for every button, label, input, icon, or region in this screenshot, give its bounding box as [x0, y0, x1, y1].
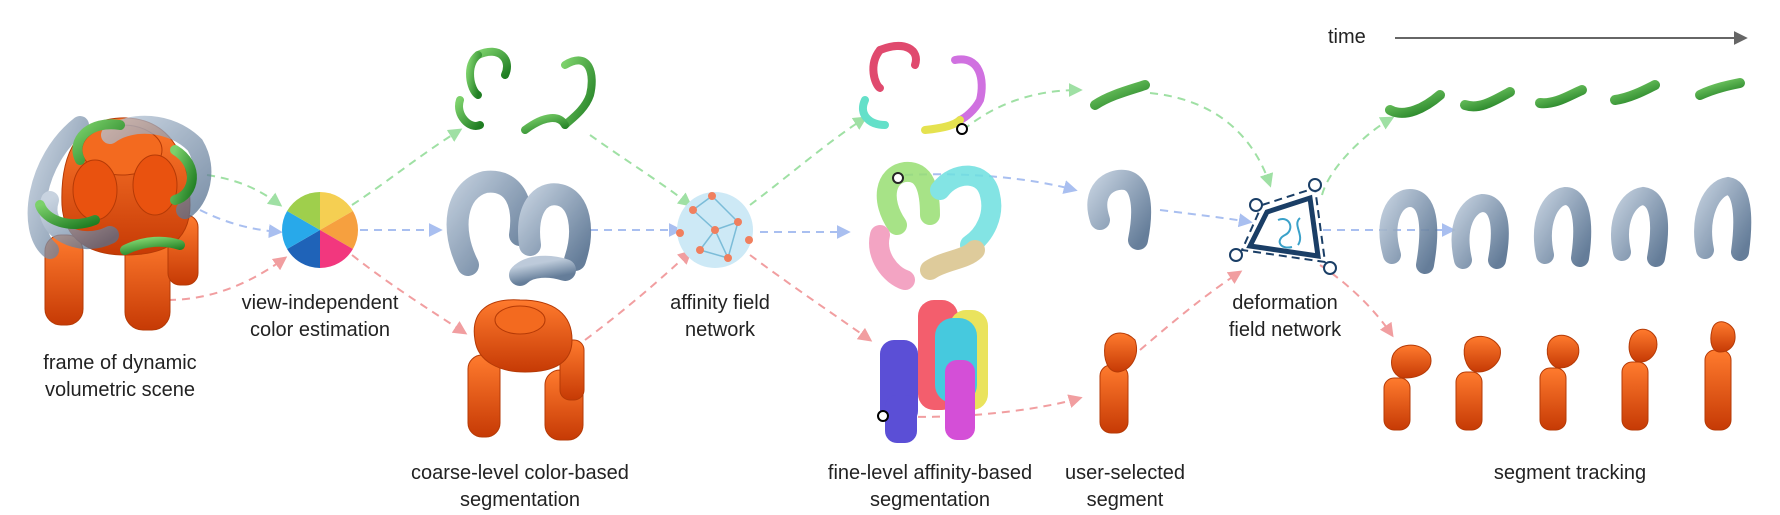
tracking-green-row — [1385, 78, 1745, 118]
tracking-orange-row — [1383, 321, 1736, 431]
color-wheel-wedge — [320, 211, 359, 249]
color-wheel-wedge — [320, 192, 353, 230]
fine-segment-middle — [869, 161, 1002, 290]
fine-segment-bottom — [877, 300, 988, 443]
color-wheel-wedge — [287, 230, 320, 268]
label-time: time — [1328, 26, 1366, 48]
color-wheel-icon — [282, 192, 359, 268]
user-selected-segment-green — [1090, 80, 1150, 110]
coarse-segment-green — [455, 47, 596, 134]
tracking-blue-row — [1379, 176, 1752, 274]
affinity-field-network-icon — [676, 192, 753, 268]
coarse-segment-blue — [446, 170, 591, 286]
user-selected-segment-blue — [1087, 169, 1152, 250]
volumetric-scene-frame — [27, 115, 212, 331]
coarse-segment-orange — [467, 299, 585, 441]
flow-arrows — [167, 83, 1456, 418]
user-selected-segment-orange — [1099, 332, 1137, 434]
color-wheel-wedge — [287, 192, 320, 230]
deformation-field-network-icon — [1229, 178, 1337, 275]
color-wheel-wedge — [282, 211, 320, 249]
fine-segment-top — [859, 42, 986, 135]
color-wheel-wedge — [320, 230, 353, 268]
label-segment-tracking: segment tracking — [1493, 462, 1647, 484]
